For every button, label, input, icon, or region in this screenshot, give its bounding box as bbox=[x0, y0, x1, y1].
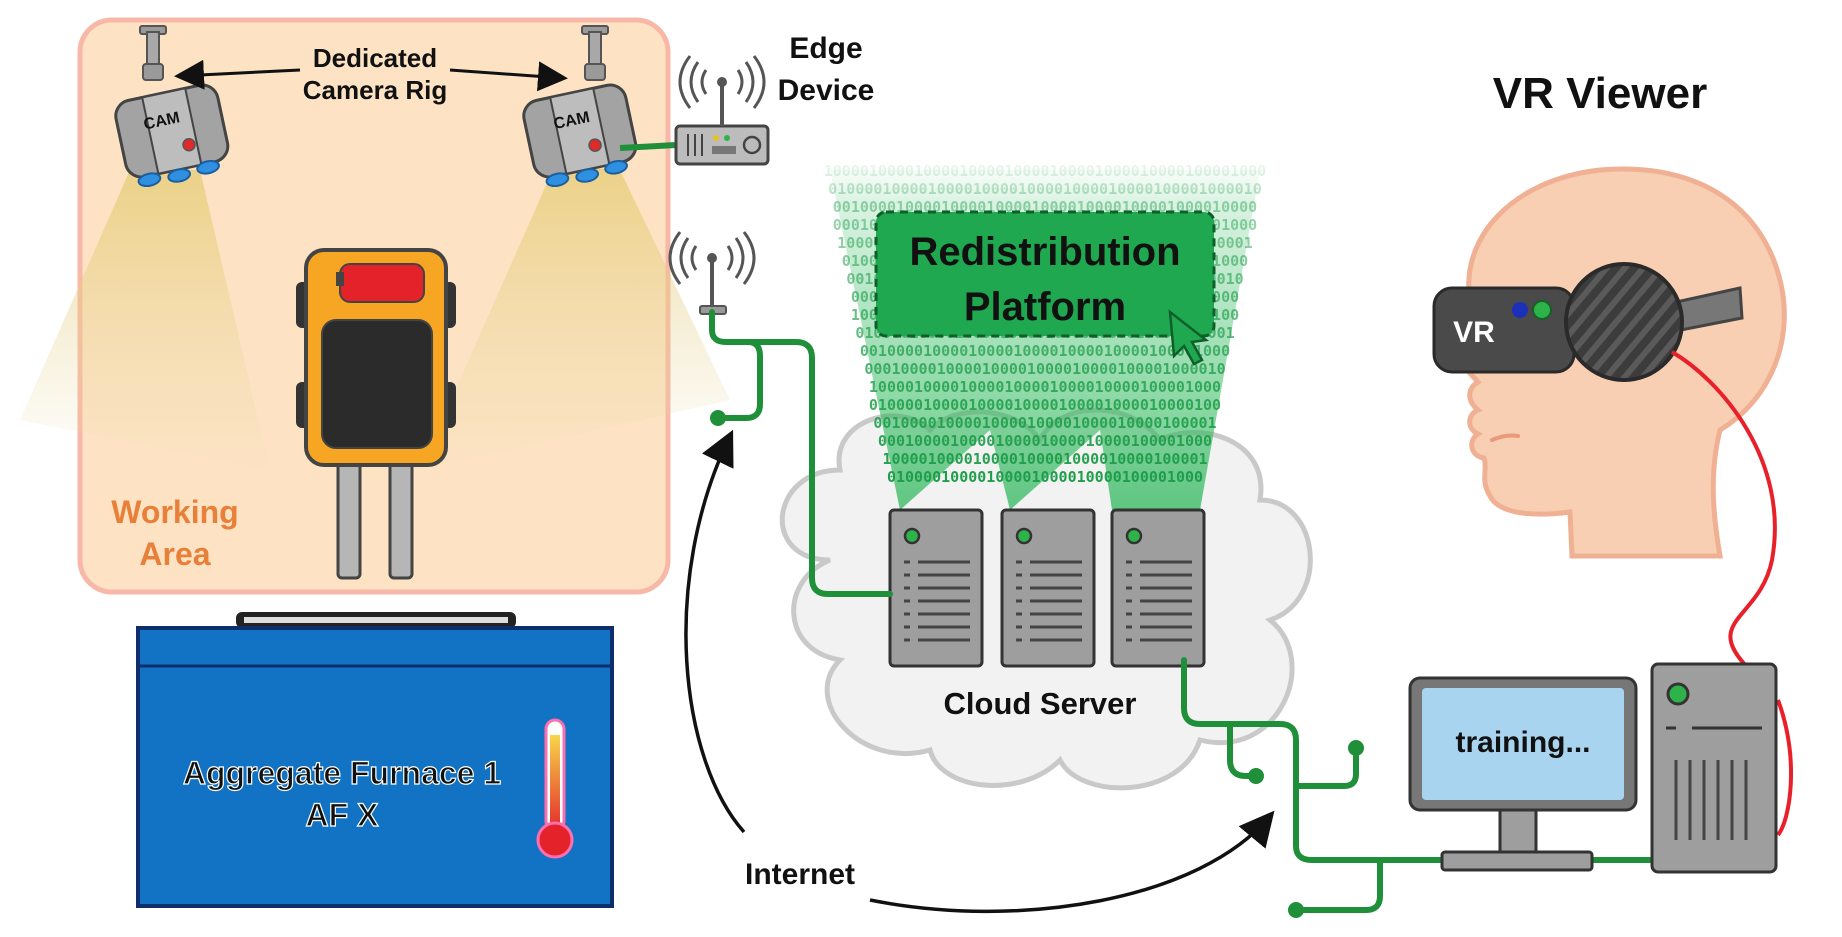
server-unit bbox=[1000, 508, 1096, 668]
edge-device-label-line2: Device bbox=[778, 74, 875, 107]
cloud-servers bbox=[888, 508, 1206, 668]
binary-row: 0001000010000100001000010000100001000 bbox=[878, 432, 1212, 450]
vr-cable bbox=[1670, 350, 1794, 837]
working-area-label-line2: Area bbox=[139, 536, 210, 572]
vr-viewer-title: VR Viewer bbox=[1493, 69, 1707, 118]
binary-row: 0010000100001000010000100001000010000100… bbox=[860, 342, 1230, 360]
furnace-label-line2: AF X bbox=[306, 797, 380, 833]
camera-rig-label-line2: Camera Rig bbox=[303, 75, 448, 105]
camera-rig-annotation: Dedicated Camera Rig bbox=[174, 43, 568, 105]
edge-device-label-line1: Edge bbox=[789, 32, 862, 65]
redistribution-platform: Redistribution Platform bbox=[874, 210, 1216, 338]
furnace-label-line1: Aggregate Furnace 1 bbox=[183, 755, 501, 791]
thermometer-icon bbox=[536, 718, 574, 859]
binary-row: 010000100001000010000100001000010000100 bbox=[869, 396, 1221, 414]
binary-row: 100001000010000100001000010000100001000 bbox=[869, 378, 1221, 396]
robot bbox=[296, 248, 456, 580]
binary-row: 00100001000010000100001000010000100001 bbox=[873, 414, 1216, 432]
server-unit bbox=[888, 508, 984, 668]
pc-tower bbox=[1650, 662, 1778, 874]
camera-right: CAM bbox=[522, 25, 638, 188]
camera-rig-label-line1: Dedicated bbox=[313, 43, 437, 73]
platform-label-line1: Redistribution bbox=[909, 230, 1180, 274]
wifi-antenna-icon bbox=[668, 231, 756, 315]
binary-row: 100001000010000100001000010000100001 bbox=[882, 450, 1207, 468]
monitor: training... bbox=[1408, 676, 1638, 872]
network-endpoints bbox=[710, 410, 1364, 918]
vr-headset-label: VR bbox=[1453, 316, 1495, 349]
internet-label: Internet bbox=[745, 858, 855, 891]
internet-arrows bbox=[684, 429, 1275, 914]
camera-left: CAM bbox=[114, 25, 230, 188]
binary-row: 01000010000100001000010000100001000 bbox=[887, 468, 1203, 486]
camera-light-cones bbox=[20, 165, 730, 470]
vr-headset: VR bbox=[1432, 262, 1744, 382]
network-lines bbox=[709, 309, 1658, 913]
platform-label-line2: Platform bbox=[964, 285, 1126, 329]
edge-device bbox=[619, 55, 770, 166]
cloud-server-label: Cloud Server bbox=[944, 686, 1137, 721]
binary-row: 0001000010000100001000010000100001000010 bbox=[864, 360, 1225, 378]
cursor-icon bbox=[1168, 309, 1210, 366]
server-unit bbox=[1110, 508, 1206, 668]
monitor-status-text: training... bbox=[1456, 726, 1591, 759]
working-area-label-line1: Working bbox=[111, 494, 238, 530]
aggregate-furnace: Aggregate Furnace 1 AF X bbox=[136, 612, 614, 908]
